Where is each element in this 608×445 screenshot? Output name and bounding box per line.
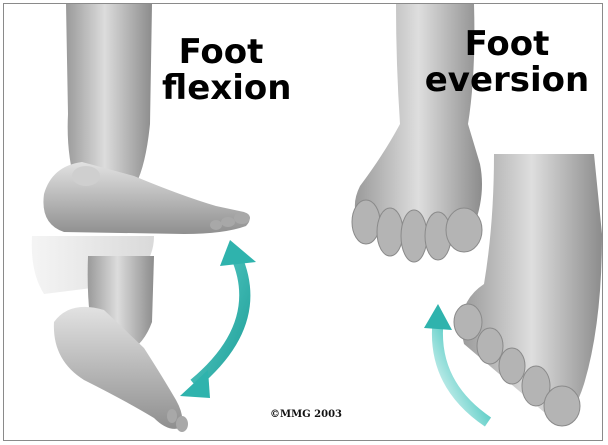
flexion-panel: Foot flexion <box>4 4 304 440</box>
eversion-title-line1: Foot <box>422 26 592 62</box>
flexion-arrow-curve <box>194 256 245 384</box>
eversion-title: Foot eversion <box>422 26 592 98</box>
copyright-notice: ©MMG 2003 <box>246 409 366 420</box>
eversion-title-line2: eversion <box>422 62 592 98</box>
upper-leg <box>66 4 152 186</box>
flexion-title-line1: Foot <box>162 34 280 70</box>
figure-frame: Foot flexion <box>3 3 603 441</box>
flexion-arrowhead-bottom <box>180 370 210 398</box>
eversion-panel: Foot eversion <box>304 4 602 440</box>
flexion-arrowhead-top <box>220 240 256 266</box>
flexion-title-line2: flexion <box>162 70 280 106</box>
flexion-title: Foot flexion <box>162 34 280 106</box>
ankle-bone <box>72 166 100 186</box>
eversion-arrowhead <box>424 304 452 330</box>
lower-foot <box>54 307 182 429</box>
